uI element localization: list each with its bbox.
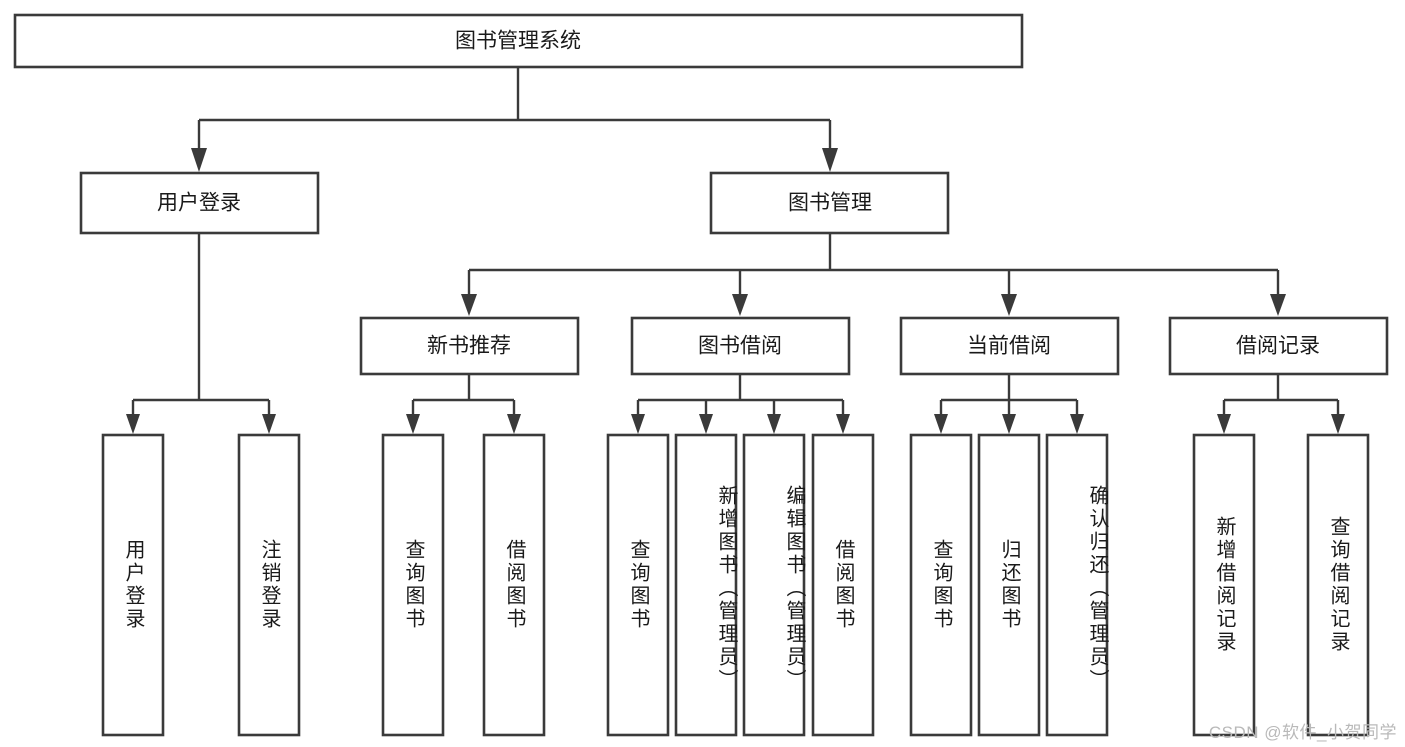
node-box-leaf-add-record[interactable] [1192, 433, 1256, 737]
arrow-head-new-book-rec [461, 294, 477, 316]
node-box-leaf-edit-book[interactable] [742, 433, 806, 737]
arrow-head-leaf-query-book-3 [934, 414, 948, 434]
arrow-head-leaf-logout [262, 414, 276, 434]
connector-group-book-manage [461, 233, 1286, 316]
node-label-new-book-rec: 新书推荐 [427, 335, 511, 358]
arrow-head-leaf-borrow-book-2 [836, 414, 850, 434]
connector-group-new-book-rec [406, 374, 521, 434]
node-box-leaf-borrow-book-2[interactable] [811, 433, 875, 737]
node-label-root: 图书管理系统 [455, 30, 581, 53]
node-box-new-book-rec[interactable] [359, 316, 580, 376]
node-box-leaf-query-book-3[interactable] [909, 433, 973, 737]
arrow-head-book-manage [822, 148, 838, 172]
node-box-leaf-query-book-2[interactable] [606, 433, 670, 737]
node-label-book-borrow: 图书借阅 [698, 335, 782, 358]
node-box-leaf-query-record[interactable] [1306, 433, 1370, 737]
node-label-current-borrow: 当前借阅 [967, 335, 1051, 358]
arrow-head-leaf-edit-book [767, 414, 781, 434]
watermark-text: CSDN @软件_小贺同学 [1208, 723, 1397, 742]
arrow-head-leaf-return-book [1002, 414, 1016, 434]
arrow-head-borrow-record [1270, 294, 1286, 316]
connector-group-borrow-record [1217, 374, 1345, 434]
node-label-user-login: 用户登录 [157, 192, 241, 215]
arrow-head-book-borrow [732, 294, 748, 316]
arrow-head-leaf-user-login [126, 414, 140, 434]
node-box-borrow-record[interactable] [1168, 316, 1389, 376]
node-box-leaf-return-book[interactable] [977, 433, 1041, 737]
node-box-book-manage[interactable] [709, 171, 950, 235]
node-box-leaf-confirm-return[interactable] [1045, 433, 1109, 737]
arrow-head-leaf-confirm-return [1070, 414, 1084, 434]
connector-group-root [191, 67, 838, 172]
arrow-head-leaf-borrow-book-1 [507, 414, 521, 434]
node-box-user-login[interactable] [79, 171, 320, 235]
arrow-head-leaf-query-record [1331, 414, 1345, 434]
node-box-book-borrow[interactable] [630, 316, 851, 376]
node-label-borrow-record: 借阅记录 [1236, 335, 1320, 358]
arrow-head-current-borrow [1001, 294, 1017, 316]
arrow-head-leaf-query-book-2 [631, 414, 645, 434]
connector-group-current-borrow [934, 374, 1084, 434]
connector-group-user-login [126, 233, 276, 434]
node-box-leaf-query-book-1[interactable] [381, 433, 445, 737]
node-box-leaf-user-login[interactable] [101, 433, 165, 737]
node-box-root[interactable] [13, 13, 1024, 69]
arrow-head-leaf-add-book [699, 414, 713, 434]
node-box-leaf-borrow-book-1[interactable] [482, 433, 546, 737]
arrow-head-leaf-add-record [1217, 414, 1231, 434]
node-box-current-borrow[interactable] [899, 316, 1120, 376]
arrow-head-leaf-query-book-1 [406, 414, 420, 434]
node-label-book-manage: 图书管理 [788, 192, 872, 215]
arrow-head-user-login [191, 148, 207, 172]
node-box-leaf-logout[interactable] [237, 433, 301, 737]
node-box-leaf-add-book[interactable] [674, 433, 738, 737]
connector-group-book-borrow [631, 374, 850, 434]
